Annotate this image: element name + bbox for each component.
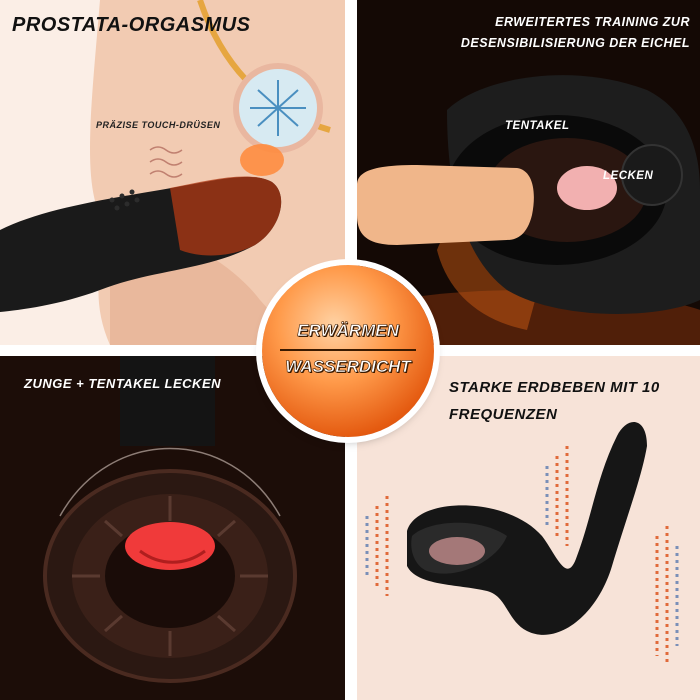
panel-title-line2: DESENSIBILISIERUNG DER EICHEL (460, 36, 690, 50)
panel-title: ERWEITERTES TRAINING ZUR DESENSIBILISIER… (461, 12, 690, 54)
panel-vibration: STARKE ERDBEBEN MIT 10 FREQUENZEN (357, 356, 700, 700)
panel-title: PROSTATA-ORGASMUS (12, 14, 251, 36)
panel-prostata: PROSTATA-ORGASMUS PRÄZISE TOUCH-DRÜSEN (0, 0, 345, 345)
badge-divider (280, 349, 416, 351)
tentacle-label: TENTAKEL (505, 120, 570, 132)
sleeve-front-illustration (0, 356, 345, 700)
panel-title: STARKE ERDBEBEN MIT 10 FREQUENZEN (449, 374, 660, 428)
lick-label: LECKEN (603, 170, 654, 182)
panel-title: ZUNGE + TENTAKEL LECKEN (24, 376, 222, 391)
panel-title-line1: STARKE ERDBEBEN MIT 10 (449, 379, 660, 396)
sleeve-illustration (357, 0, 700, 345)
gland-label: PRÄZISE TOUCH-DRÜSEN (96, 120, 221, 130)
panel-training: ERWEITERTES TRAINING ZUR DESENSIBILISIER… (357, 0, 700, 345)
badge-waterproof-text: WASSERDICHT (285, 357, 411, 377)
panel-title-line1: ERWEITERTES TRAINING ZUR (495, 15, 690, 29)
feature-badge: ERWÄRMEN WASSERDICHT (262, 265, 434, 437)
panel-title-line2: FREQUENZEN (449, 406, 558, 423)
anatomy-illustration (0, 0, 345, 345)
panel-tongue: ZUNGE + TENTAKEL LECKEN (0, 356, 345, 700)
device-illustration (357, 356, 700, 700)
badge-warming-text: ERWÄRMEN (297, 321, 399, 341)
